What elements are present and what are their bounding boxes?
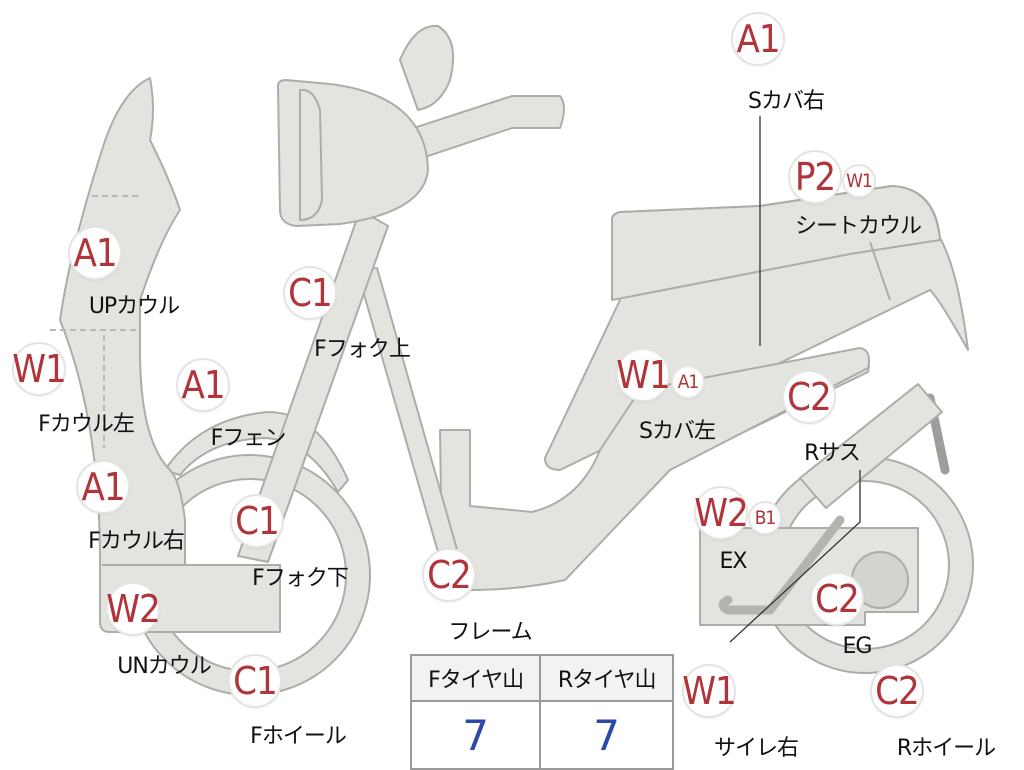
leader-line-muffler-right — [729, 470, 861, 643]
part-label: Fカウル右 — [88, 529, 185, 554]
exhaust-shape — [718, 515, 845, 615]
front-tire-tread-header: Fタイヤ山 — [409, 654, 542, 702]
tire-tread-header-row: Fタイヤ山 Rタイヤ山 — [409, 654, 674, 702]
part-label: EG — [842, 634, 873, 659]
part-label: UPカウル — [88, 294, 180, 319]
damage-code-badge: A1 — [70, 228, 120, 278]
damage-code-badge: A1 — [733, 14, 783, 64]
part-label: Fフォク下 — [252, 566, 349, 591]
damage-code-badge: C2 — [872, 666, 922, 716]
damage-code-badge: C2 — [812, 574, 862, 624]
handlebar-shape — [277, 24, 565, 227]
part-label: Rホイール — [896, 736, 996, 761]
damage-code-badge: C2 — [784, 372, 834, 422]
damage-code-badge: C1 — [230, 656, 280, 706]
damage-code-badge: W2 — [694, 488, 749, 538]
part-label: Sカバ右 — [748, 89, 825, 114]
damage-code-badge: A1 — [78, 462, 128, 512]
part-label: Fフォク上 — [314, 337, 411, 362]
damage-code-badge: W1 — [12, 344, 67, 394]
damage-code-badge: W1 — [682, 666, 737, 716]
damage-code-badge: W2 — [106, 584, 161, 634]
damage-code-badge: C1 — [285, 268, 335, 318]
part-label: フレーム — [448, 620, 532, 645]
part-label: Rサス — [804, 441, 861, 466]
tire-tread-table: Fタイヤ山 Rタイヤ山 7 7 — [409, 654, 674, 770]
rear-suspension-shape — [799, 383, 950, 509]
rear-tire-tread-header: Rタイヤ山 — [539, 654, 674, 702]
part-label: Fホイール — [250, 724, 347, 749]
part-label: Sカバ左 — [639, 419, 716, 444]
damage-code-badge: W1 — [616, 350, 671, 400]
part-label: Fフェン — [210, 426, 287, 451]
damage-code-badge-small: W1 — [844, 166, 874, 196]
frame-tube-shape — [356, 267, 461, 567]
part-label: Fカウル左 — [38, 412, 135, 437]
part-label: EX — [719, 549, 748, 574]
rear-tire-tread-value: 7 — [539, 700, 674, 770]
damage-code-badge: C1 — [232, 496, 282, 546]
part-label: UNカウル — [117, 654, 212, 679]
damage-code-badge: C2 — [424, 550, 474, 600]
part-label: シートカウル — [794, 214, 922, 239]
front-tire-tread-value: 7 — [409, 700, 542, 770]
part-label: サイレ右 — [713, 736, 799, 761]
fork-shape — [237, 209, 389, 563]
damage-code-badge-small: B1 — [750, 503, 780, 533]
tire-tread-value-row: 7 7 — [409, 700, 674, 770]
damage-code-badge-small: A1 — [673, 367, 703, 397]
engine-shape — [699, 527, 919, 626]
damage-code-badge: P2 — [790, 152, 840, 202]
damage-code-badge: A1 — [178, 360, 228, 410]
